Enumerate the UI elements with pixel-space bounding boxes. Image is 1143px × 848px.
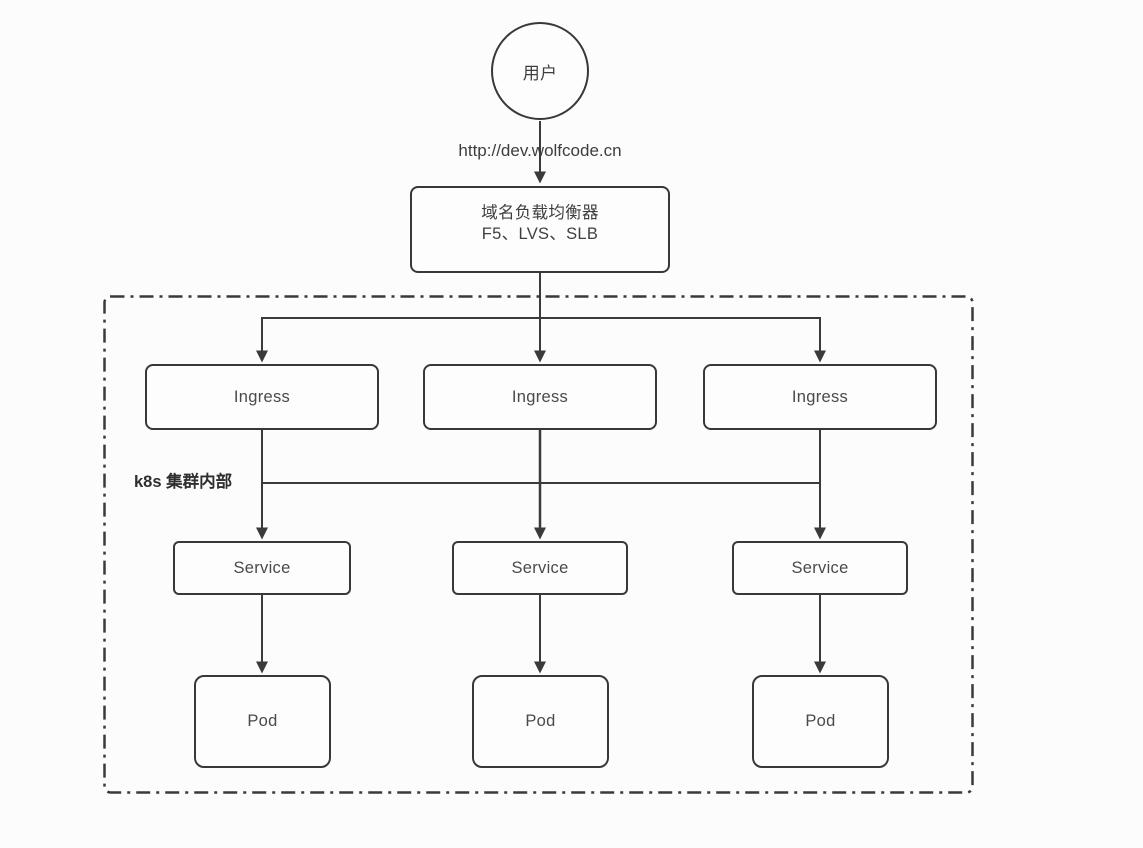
ingress-node-1-label: Ingress [233,387,291,406]
cluster-boundary [103,295,974,794]
request-url-label: http://dev.wolfcode.cn [458,141,622,160]
user-node-label: 用户 [522,63,558,83]
cluster-boundary-label: k8s 集群内部 [134,473,233,491]
service-node-2: Service [452,541,628,595]
pod-node-3-label: Pod [805,712,836,730]
pod-node-2: Pod [472,675,609,768]
load-balancer-title: 域名负载均衡器 [481,203,599,222]
user-node: 用户 [491,22,589,120]
ingress-node-3: Ingress [703,364,937,430]
service-node-1-label: Service [233,558,291,577]
load-balancer-node: 域名负载均衡器 F5、LVS、SLB [410,186,670,273]
pod-node-1-label: Pod [247,712,278,730]
pod-node-2-label: Pod [525,712,556,730]
pod-node-3: Pod [752,675,889,768]
load-balancer-products: F5、LVS、SLB [481,224,599,243]
pod-node-1: Pod [194,675,331,768]
ingress-node-2-label: Ingress [511,387,569,406]
ingress-node-1: Ingress [145,364,379,430]
service-node-3: Service [732,541,908,595]
service-node-1: Service [173,541,351,595]
service-node-3-label: Service [791,558,849,577]
ingress-node-2: Ingress [423,364,657,430]
ingress-node-3-label: Ingress [791,387,849,406]
service-node-2-label: Service [511,558,569,577]
